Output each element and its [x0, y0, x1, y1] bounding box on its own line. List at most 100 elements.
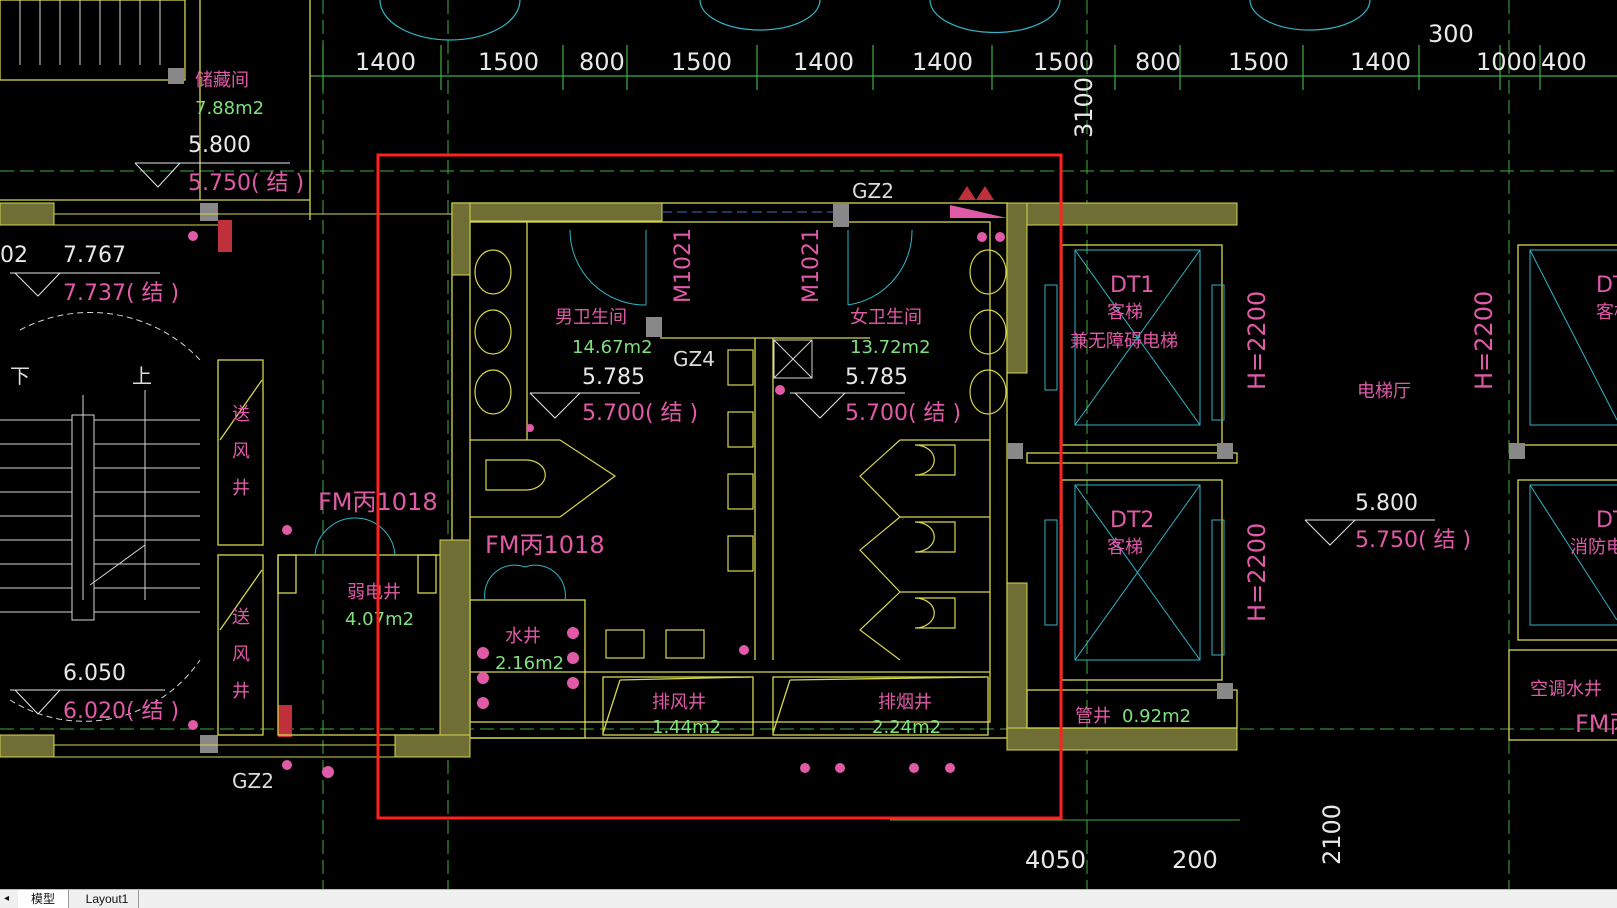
- elevator-right-1: DT: [1596, 273, 1617, 298]
- door-swing-m2: [847, 229, 913, 306]
- supply-shaft-2-b: 风: [232, 644, 250, 665]
- tab-layout1[interactable]: Layout1: [76, 890, 139, 908]
- bottom-dim-2: 200: [1172, 846, 1218, 874]
- warning-markers: [958, 186, 994, 200]
- supply-shafts: [217, 359, 264, 736]
- column-elev-2: [1217, 683, 1233, 699]
- top-dimension-line: [310, 45, 1617, 90]
- supply-shaft-1-b: 风: [232, 441, 250, 462]
- layout-tab-bar: ◂ 模型 Layout1: [0, 889, 1617, 908]
- sanitary-fixtures: [474, 249, 1007, 661]
- weak-room-area: 4.07m2: [345, 609, 414, 630]
- hall-level-triangle: [1304, 519, 1356, 546]
- top-dim-300: 300: [1428, 20, 1474, 48]
- column-gz2-top: [833, 203, 849, 227]
- women-level-triangle: [794, 392, 846, 419]
- level-triangle-stair: [14, 689, 61, 715]
- elevator-right-2: DT: [1596, 508, 1617, 533]
- tab-model[interactable]: 模型: [18, 890, 69, 908]
- exhaust-shaft-area: 1.44m2: [652, 717, 721, 738]
- elevator-dt1-desc2: 兼无障碍电梯: [1070, 331, 1178, 352]
- tab-scroll-icon[interactable]: ◂: [4, 893, 10, 904]
- elevator-dt1-desc1: 客梯: [1107, 302, 1143, 323]
- exhaust-shaft-name: 排风井: [652, 692, 706, 713]
- top-dim-6: 1400: [912, 48, 973, 76]
- smoke-shaft-name: 排烟井: [878, 692, 932, 713]
- height-label-1: H=2200: [1243, 291, 1271, 390]
- water-well-area: 2.16m2: [495, 653, 564, 674]
- weak-room-name: 弱电井: [347, 582, 401, 603]
- top-dim-8: 800: [1135, 48, 1181, 76]
- marker-red-2: [278, 705, 292, 737]
- level-top-left: 5.800: [188, 133, 251, 158]
- top-dim-9: 1500: [1228, 48, 1289, 76]
- women-wc-struct: 5.700( 结 ): [845, 401, 961, 426]
- selection-rectangle: [376, 153, 1063, 820]
- stair-up: 上: [132, 364, 152, 388]
- fm-label-mid: FM丙1018: [485, 531, 605, 559]
- elevator-right-2-desc: 消防电梯: [1570, 537, 1617, 558]
- door-swing-m1: [569, 229, 647, 306]
- elevator-cars: [1044, 249, 1617, 661]
- floor-drain: [773, 339, 813, 379]
- column-label-gz2-bottom: GZ2: [232, 769, 274, 793]
- elevator-dt2: DT2: [1110, 508, 1154, 533]
- bottom-dim-1: 4050: [1025, 846, 1086, 874]
- door-swing-weak: [314, 517, 396, 556]
- top-dim-4: 1500: [671, 48, 732, 76]
- supply-shaft-2-c: 井: [232, 681, 250, 702]
- level-struct-stair: 6.020( 结 ): [63, 699, 179, 724]
- top-dim-5: 1400: [793, 48, 854, 76]
- ac-well-name: 空调水井: [1530, 679, 1602, 700]
- wc-block-walls: [451, 202, 1008, 739]
- wc-wall-hatch: [394, 202, 1238, 758]
- elevator-dt1: DT1: [1110, 273, 1154, 298]
- men-level-triangle: [529, 392, 581, 419]
- cad-drawing-canvas[interactable]: 1400 1500 800 1500 1400 1400 1500 800 15…: [0, 0, 1617, 889]
- height-label-2: H=2200: [1243, 523, 1271, 622]
- smoke-shaft-area: 2.24m2: [872, 717, 941, 738]
- column-elev-3: [1007, 443, 1023, 459]
- storage-name: 储藏间: [195, 70, 249, 91]
- level-struct-left: 7.737( 结 ): [63, 281, 179, 306]
- top-door-swings: [379, 0, 1371, 41]
- level-left-02: 02: [0, 243, 28, 268]
- stair-down: 下: [10, 364, 30, 388]
- storage-room: [0, 0, 311, 220]
- lift-hall-name: 电梯厅: [1357, 381, 1411, 402]
- door-swing-water: [484, 564, 566, 601]
- column-gz4: [646, 317, 662, 337]
- level-stair: 6.050: [63, 661, 126, 686]
- door-label-m1: M1021: [671, 228, 696, 303]
- pipe-well-area: 0.92m2: [1122, 706, 1191, 727]
- arrow-marker: [950, 205, 1007, 218]
- top-dim-11: 1000: [1476, 48, 1537, 76]
- column-elev-1: [1217, 443, 1233, 459]
- men-wc-name: 男卫生间: [555, 307, 627, 328]
- pipe-symbols: [188, 231, 1005, 778]
- hall-level-struct: 5.750( 结 ): [1355, 528, 1471, 553]
- column-elev-4: [1509, 443, 1525, 459]
- hall-level: 5.800: [1355, 491, 1418, 516]
- column-label-gz4: GZ4: [673, 347, 715, 371]
- bottom-dim-3: 2100: [1318, 804, 1346, 865]
- level-triangle-left: [14, 272, 61, 297]
- top-dim-7: 1500: [1033, 48, 1094, 76]
- women-wc-name: 女卫生间: [850, 307, 922, 328]
- marker-red-1: [218, 220, 232, 252]
- top-dim-12: 400: [1541, 48, 1587, 76]
- elevator-dt2-desc: 客梯: [1107, 537, 1143, 558]
- top-dimension-labels: 1400 1500 800 1500 1400 1400 1500 800 15…: [355, 20, 1587, 138]
- level-struct-top-left: 5.750( 结 ): [188, 171, 304, 196]
- supply-shaft-1-a: 送: [232, 404, 250, 425]
- supply-shaft-2-a: 送: [232, 607, 250, 628]
- column-label-gz2-top: GZ2: [852, 179, 894, 203]
- level-triangle-top-left: [134, 162, 181, 188]
- top-dim-1: 1400: [355, 48, 416, 76]
- floor-drain-x2: [773, 339, 813, 379]
- water-well-name: 水井: [505, 626, 541, 647]
- stair: [0, 312, 201, 722]
- fm-label-right: FM丙: [1575, 710, 1617, 738]
- elevator-right-1-desc: 客梯: [1596, 302, 1617, 323]
- men-wc-struct: 5.700( 结 ): [582, 401, 698, 426]
